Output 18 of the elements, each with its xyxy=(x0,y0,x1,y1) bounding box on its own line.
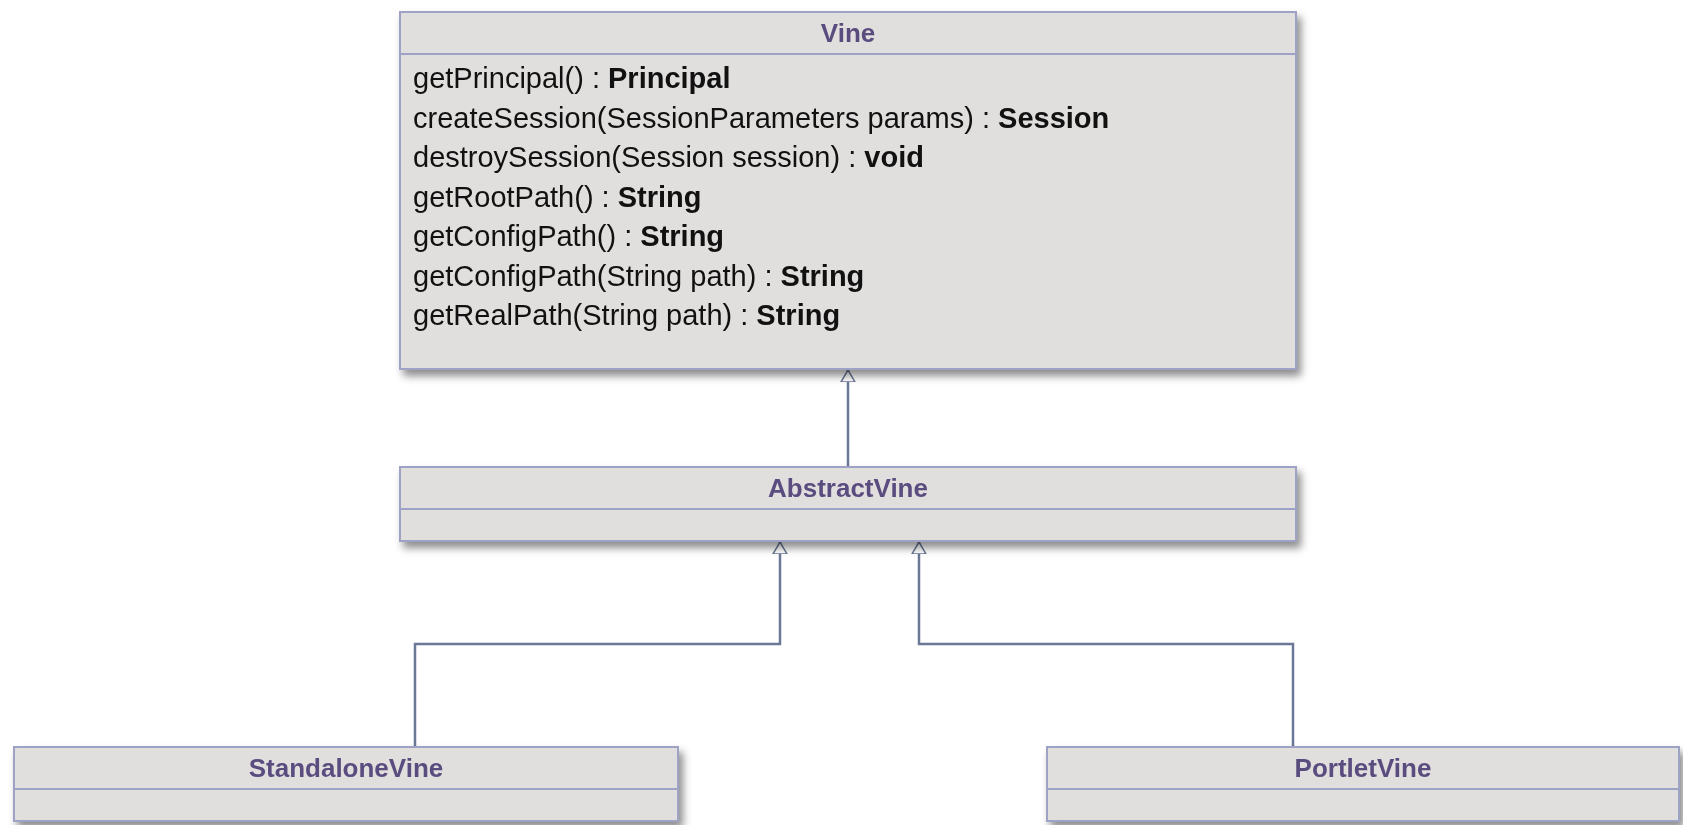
class-box xyxy=(1046,746,1680,822)
method-signature: getPrincipal() : Principal xyxy=(413,61,732,96)
method-signature: getConfigPath() : String xyxy=(413,219,726,254)
method-signature: getConfigPath(String path) : String xyxy=(413,258,866,294)
inheritance-arrow xyxy=(413,541,788,746)
method-signature: destroySession(Session session) : void xyxy=(413,140,925,175)
method-signature: getRealPath(String path) : String xyxy=(413,298,842,333)
class-name: StandaloneVine xyxy=(15,748,677,790)
class-name: AbstractVine xyxy=(401,468,1295,510)
inheritance-arrow xyxy=(840,369,856,466)
method-signature: getRootPath() : String xyxy=(413,179,703,215)
method-signature: createSession(SessionParameters params) : Session xyxy=(413,100,1111,136)
class-box xyxy=(13,746,679,822)
class-name: PortletVine xyxy=(1048,748,1678,790)
class-name: Vine xyxy=(401,13,1295,55)
class-box xyxy=(399,466,1297,542)
inheritance-arrow xyxy=(911,541,1295,746)
class-box xyxy=(399,11,1297,370)
